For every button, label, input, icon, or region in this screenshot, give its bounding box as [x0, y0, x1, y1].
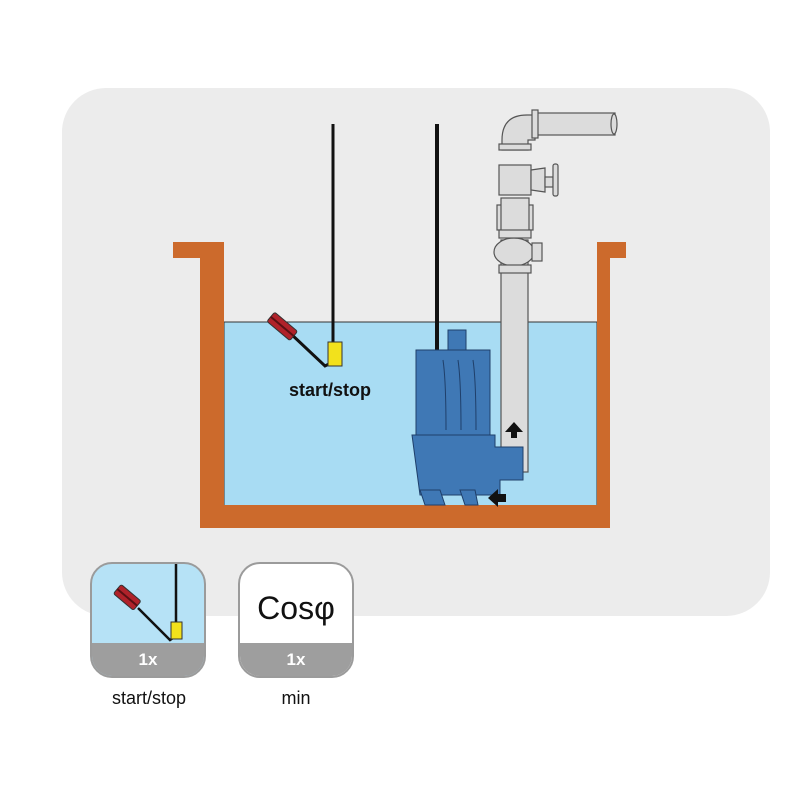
flow-up-arrow-icon — [505, 422, 523, 438]
badge-count: 1x — [240, 643, 352, 676]
badge-count: 1x — [92, 643, 204, 676]
submersible-pump — [411, 124, 524, 506]
badge-float-switch: 1x — [90, 562, 206, 678]
badge-caption: min — [281, 688, 311, 708]
tank-wall — [173, 242, 626, 528]
badge-cos-phi: Cosφ 1x — [238, 562, 354, 678]
cos-phi-icon: Cosφ — [257, 590, 335, 626]
water — [223, 321, 598, 507]
float-switch-icon — [113, 564, 183, 642]
flow-inlet-arrow-icon — [488, 489, 506, 507]
float-switch — [267, 124, 343, 368]
float-switch-label: start/stop — [289, 380, 372, 400]
badge-caption: start/stop — [111, 688, 187, 708]
